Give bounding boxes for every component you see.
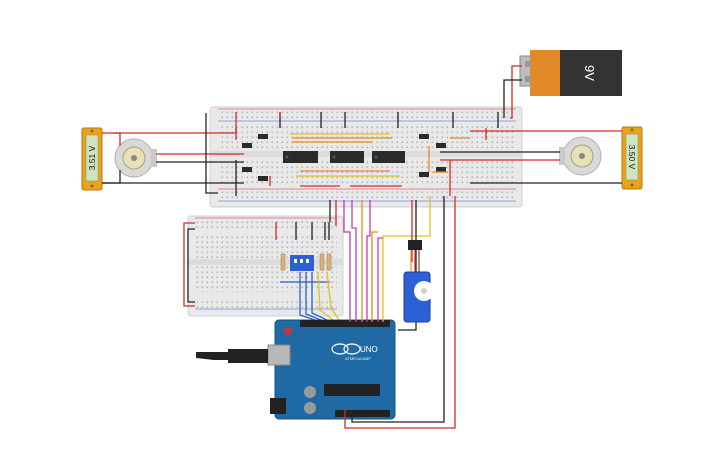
multimeter-right-reading: 3.50 V (627, 145, 637, 170)
battery-wires (503, 65, 522, 119)
multimeter-left: 3.51 V (81, 127, 103, 191)
resistors (280, 253, 332, 271)
breadboard-wires (235, 112, 499, 196)
arduino-chip-text: ATMEGA328P (345, 356, 371, 361)
multimeter-left-reading: 3.51 V (87, 145, 97, 170)
servo-motor (403, 240, 438, 323)
arduino-uno-board: UNO ATMEGA328P (267, 319, 396, 420)
arduino-brand-text: UNO (360, 345, 378, 354)
transistor-group (242, 134, 446, 181)
secondary-board-wires (183, 200, 340, 321)
dc-motor-left (114, 138, 157, 178)
multimeter-right: 3.50 V (621, 126, 643, 190)
motor-driver-chip-1 (283, 151, 318, 163)
main-breadboard (209, 106, 523, 208)
secondary-breadboard (187, 215, 344, 317)
motor-driver-chip-3 (372, 151, 405, 163)
dip-switch (290, 255, 314, 271)
dc-motor-right (559, 136, 602, 176)
motor-driver-chip-2 (330, 151, 364, 163)
battery-label: 9V (582, 65, 597, 81)
battery-9v: 9V (519, 50, 622, 96)
usb-cable (196, 349, 268, 363)
motor-wires (102, 113, 622, 194)
